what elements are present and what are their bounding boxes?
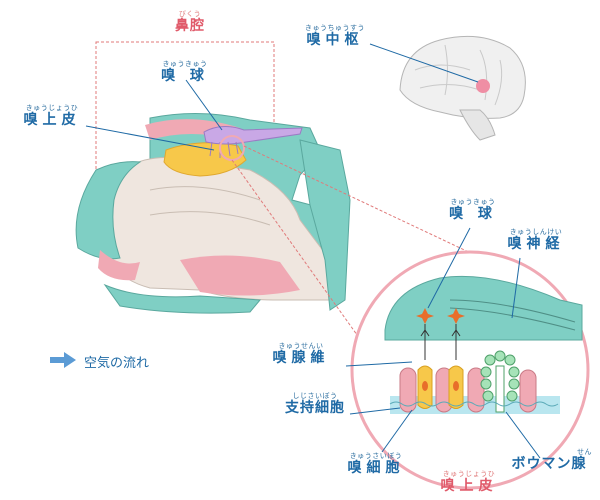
text-bowman-gland: ボウマン腺 [511,456,587,472]
detail-bulb [384,275,583,341]
ruby-olfactory-nerve: きゅうしんけい [509,228,563,236]
throat-wall [299,139,351,311]
olfactory-nuclei [422,381,459,391]
epithelium-region [163,142,247,177]
ruby-nasal-cavity: びくう [178,10,202,18]
legend-air-flow: 空気の流れ [84,356,150,371]
label-nasal-cavity: びくう 鼻腔 [160,10,220,34]
text-supporting-cell: 支持細胞 [285,400,345,416]
label-olfactory-cell: きゅうさいぼう 嗅細胞 [336,452,416,476]
brain-illustration [399,35,526,141]
text-olfactory-epithelium-top: 嗅上皮 [23,112,81,128]
leader-lines [85,79,541,459]
head-cross-section [75,112,351,314]
olfactory-bulb-shape [203,126,303,145]
text-nasal-cavity: 鼻腔 [175,18,205,34]
nose-cartilage [75,161,142,260]
jaw-bone [103,283,262,314]
ruby-olfactory-epithelium-bottom: きゅうじょうひ [442,470,496,478]
text-olfactory-fila: 嗅腺維 [272,350,330,366]
glomeruli [416,308,465,324]
ruby-olfactory-bulb-top: きゅうきゅう [162,60,208,68]
text-olfactory-center: 嗅中枢 [306,32,364,48]
label-olfactory-epithelium-top: きゅうじょうひ 嗅上皮 [12,104,92,128]
airflow-arrow-icon [50,352,76,368]
text-olfactory-cell: 嗅細胞 [347,460,405,476]
label-olfactory-epithelium-bottom: きゅうじょうひ 嗅上皮 [424,470,514,494]
label-olfactory-bulb-top: きゅうきゅう 嗅 球 [150,60,220,84]
leader-olfactory-center [369,43,479,83]
label-olfactory-nerve: きゅうしんけい 嗅神経 [496,228,576,252]
turbinate-line-1 [149,186,261,201]
text-olfactory-nerve: 嗅神経 [507,236,565,252]
text-olfactory-bulb-detail: 嗅 球 [449,206,497,222]
olfactory-center-dot [476,79,490,93]
detail-circle [350,250,590,490]
zoom-line-1 [231,159,396,389]
ruby-olfactory-fila: きゅうせんい [278,342,324,350]
label-bowman-gland: せん ボウマン腺 [506,448,592,472]
ruby-olfactory-bulb-detail: きゅうきゅう [450,198,496,206]
label-olfactory-fila: きゅうせんい 嗅腺維 [256,342,346,366]
ruby-olfactory-cell: きゅうさいぼう [349,452,403,460]
nostril [98,250,140,281]
tongue [180,255,300,296]
detail-nerve [449,299,576,331]
ruby-bowman-gland: せん [577,448,592,456]
label-olfactory-center: きゅうちゅうすう 嗅中枢 [290,24,380,48]
text-olfactory-epithelium-bottom: 嗅上皮 [440,478,498,494]
ruby-olfactory-center: きゅうちゅうすう [305,24,365,32]
label-supporting-cell: しじさいぼう 支持細胞 [270,392,360,416]
cilia [389,401,559,407]
ruby-supporting-cell: しじさいぼう [292,392,338,400]
turbinate-line-2 [149,211,271,226]
bowman-gland [480,350,520,413]
text-olfactory-bulb-top: 嗅 球 [161,68,209,84]
ruby-olfactory-epithelium-top: きゅうじょうひ [25,104,79,112]
supporting-cells [399,367,537,413]
label-olfactory-bulb-detail: きゅうきゅう 嗅 球 [438,198,508,222]
